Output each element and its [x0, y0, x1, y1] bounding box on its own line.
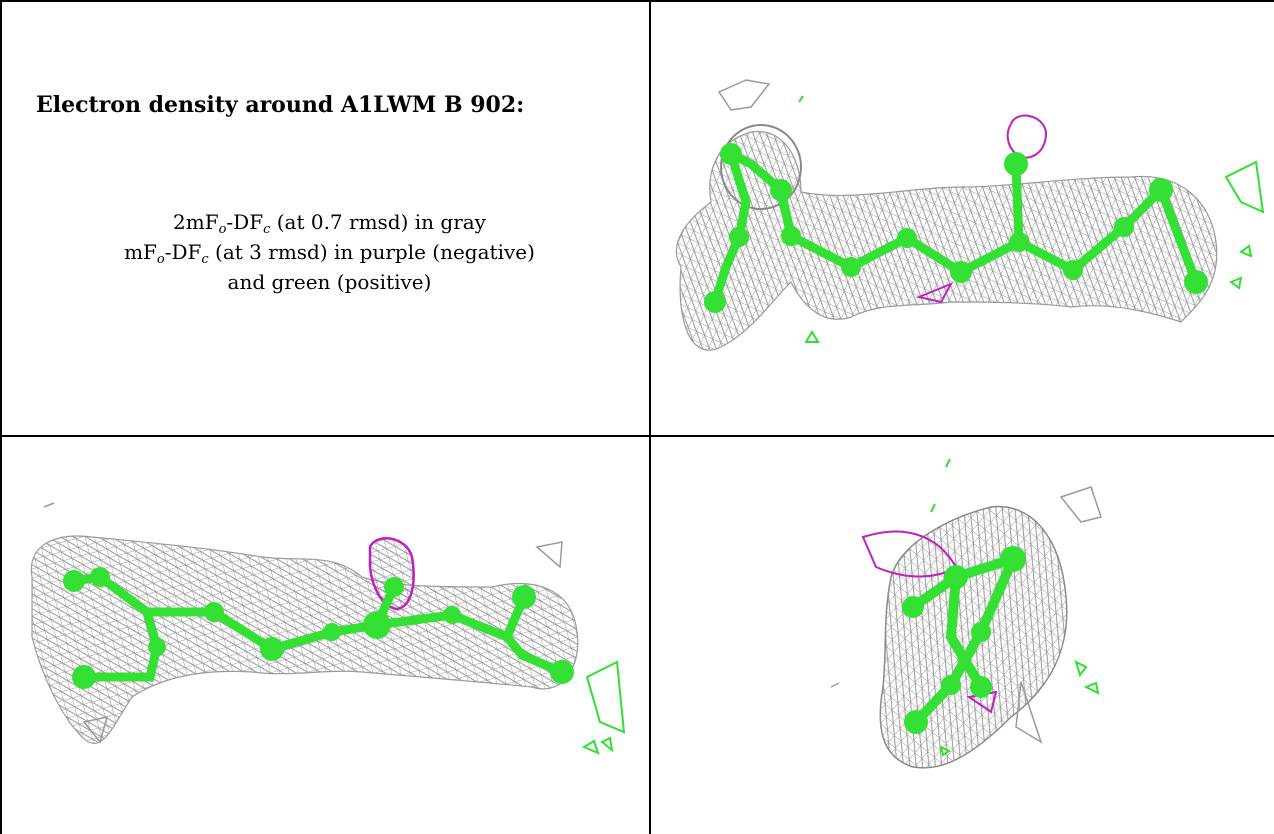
figure-title: Electron density around A1LWM B 902: — [36, 92, 525, 118]
density-view-2-svg — [30, 502, 626, 755]
legend-fofc: mFo-DFc (at 3 rmsd) in purple (negative) — [124, 240, 535, 267]
mesh-2fofc — [675, 130, 1218, 351]
gray-fragment — [717, 79, 771, 111]
ligand-atoms — [704, 143, 1208, 313]
density-view-2 — [2, 437, 649, 834]
caption-cell: Electron density around A1LWM B 902: 2mF… — [2, 2, 649, 435]
positive-density-bits — [798, 95, 1253, 343]
density-view-1-svg — [675, 79, 1265, 351]
ligand-atoms — [63, 567, 574, 689]
density-view-3-svg — [830, 458, 1102, 769]
density-view-1 — [651, 2, 1274, 435]
positive-density-bits — [930, 458, 1100, 757]
mesh-ring — [720, 124, 802, 210]
map-legend: 2mFo-DFc (at 0.7 rmsd) in gray mFo-DFc (… — [22, 207, 637, 297]
table-border-top — [0, 0, 1274, 2]
table-divider-horizontal — [0, 435, 1274, 437]
gray-fragments — [43, 502, 563, 744]
legend-positive: and green (positive) — [227, 270, 432, 294]
positive-density-small — [581, 736, 614, 755]
table-divider-vertical — [649, 0, 651, 834]
table-border-left — [0, 0, 2, 834]
gray-fragments — [830, 486, 1102, 744]
negative-density-small — [915, 282, 954, 304]
positive-density-right — [1224, 160, 1265, 214]
legend-2fofc: 2mFo-DFc (at 0.7 rmsd) in gray — [173, 210, 486, 237]
ligand-atoms — [902, 546, 1026, 734]
density-view-3 — [651, 437, 1274, 834]
positive-density-right — [585, 660, 626, 734]
negative-density-top — [1006, 114, 1048, 159]
